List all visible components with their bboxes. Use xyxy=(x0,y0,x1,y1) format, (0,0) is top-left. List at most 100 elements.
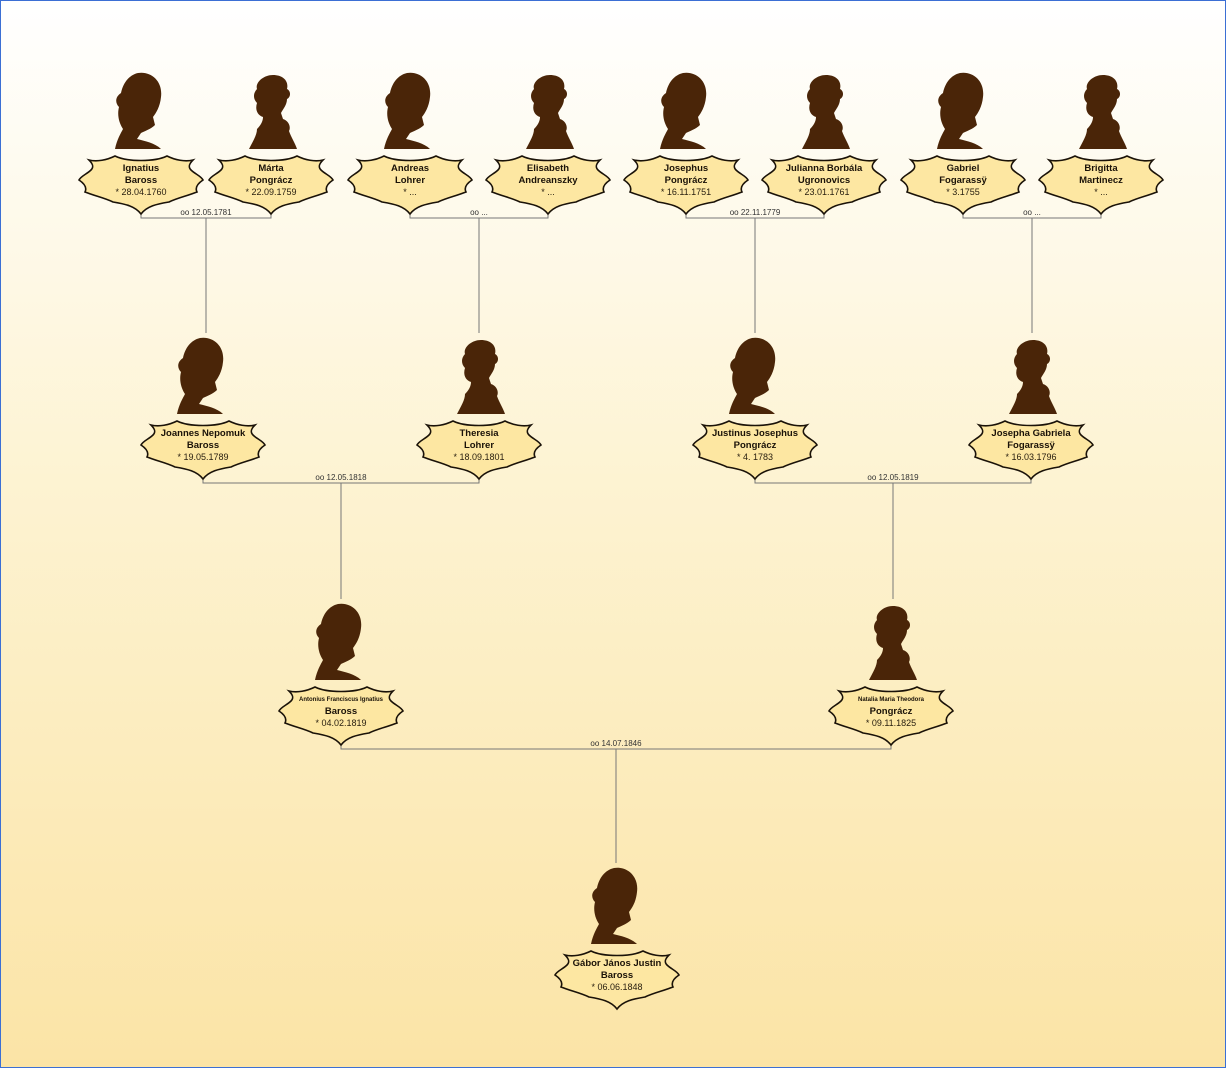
person-given-name: Gábor János Justin xyxy=(573,958,662,969)
female-silhouette-icon xyxy=(1079,75,1127,149)
female-silhouette-icon xyxy=(802,75,850,149)
person-surname: Fogarassÿ xyxy=(1007,440,1055,451)
person-given-name: Theresia xyxy=(459,428,499,439)
person-node-brigitta[interactable]: BrigittaMartinecz* ... xyxy=(1037,75,1165,216)
person-birth-date: * 09.11.1825 xyxy=(866,718,916,728)
marriage-connector: oo 12.05.1819 xyxy=(754,473,1032,599)
person-given-name: Gabriel xyxy=(947,163,980,174)
marriage-date-label: oo ... xyxy=(470,208,488,217)
person-given-name: Antonius Franciscus Ignatius xyxy=(299,697,384,703)
female-silhouette-icon xyxy=(249,75,297,149)
marriage-date-label: oo 14.07.1846 xyxy=(590,739,642,748)
marriage-date-label: oo 12.05.1781 xyxy=(180,208,232,217)
person-given-name: Justinus Josephus xyxy=(712,428,798,439)
person-birth-date: * 22.09.1759 xyxy=(245,187,296,197)
person-surname: Pongrácz xyxy=(734,440,777,451)
shield-frame xyxy=(277,686,405,747)
marriage-date-label: oo 12.05.1819 xyxy=(867,473,919,482)
shield-frame xyxy=(77,155,205,216)
person-given-name: Joannes Nepomuk xyxy=(161,428,246,439)
person-surname: Andreanszky xyxy=(518,175,578,186)
person-birth-date: * 23.01.1761 xyxy=(798,187,849,197)
person-surname: Baross xyxy=(125,175,157,186)
person-surname: Pongrácz xyxy=(870,706,913,717)
person-surname: Ugronovics xyxy=(798,175,850,186)
shield-frame xyxy=(553,950,681,1011)
person-surname: Baross xyxy=(325,706,357,717)
person-surname: Pongrácz xyxy=(250,175,293,186)
marriage-connector: oo ... xyxy=(962,208,1102,333)
person-given-name: Brigitta xyxy=(1084,163,1118,174)
shield-frame xyxy=(827,686,955,747)
person-given-name: Márta xyxy=(258,163,284,174)
person-surname: Lohrer xyxy=(464,440,494,451)
marriage-connector: oo 12.05.1781 xyxy=(140,208,272,333)
shield-frame xyxy=(139,420,267,481)
marriage-date-label: oo ... xyxy=(1023,208,1041,217)
person-birth-date: * 4. 1783 xyxy=(737,452,773,462)
male-silhouette-icon xyxy=(384,72,431,149)
person-birth-date: * 04.02.1819 xyxy=(315,718,366,728)
person-surname: Lohrer xyxy=(395,175,425,186)
female-silhouette-icon xyxy=(457,340,505,414)
person-surname: Baross xyxy=(601,970,633,981)
person-surname: Fogarassÿ xyxy=(939,175,987,186)
shield-frame xyxy=(691,420,819,481)
male-silhouette-icon xyxy=(315,603,362,680)
shield-frame xyxy=(207,155,335,216)
person-given-name: Julianna Borbála xyxy=(786,163,863,174)
shield-frame xyxy=(415,420,543,481)
person-given-name: Elisabeth xyxy=(527,163,569,174)
person-birth-date: * 28.04.1760 xyxy=(115,187,166,197)
male-silhouette-icon xyxy=(591,867,638,944)
female-silhouette-icon xyxy=(869,606,917,680)
shield-frame xyxy=(622,155,750,216)
person-birth-date: * ... xyxy=(541,187,555,197)
person-node-elisabeth[interactable]: ElisabethAndreanszky* ... xyxy=(484,75,612,216)
person-birth-date: * 16.03.1796 xyxy=(1005,452,1056,462)
male-silhouette-icon xyxy=(115,72,162,149)
name-shield: AndreasLohrer* ... xyxy=(346,155,474,216)
shield-frame xyxy=(967,420,1095,481)
name-shield: ElisabethAndreanszky* ... xyxy=(484,155,612,216)
person-node-andreas[interactable]: AndreasLohrer* ... xyxy=(346,72,474,216)
person-given-name: Josepha Gabriela xyxy=(991,428,1071,439)
shield-frame xyxy=(484,155,612,216)
person-surname: Martinecz xyxy=(1079,175,1123,186)
person-given-name: Natalia Maria Theodora xyxy=(858,697,925,703)
female-silhouette-icon xyxy=(1009,340,1057,414)
marriage-date-label: oo 22.11.1779 xyxy=(730,208,781,217)
shield-frame xyxy=(899,155,1027,216)
marriage-connector: oo 12.05.1818 xyxy=(202,473,480,599)
person-surname: Baross xyxy=(187,440,219,451)
person-birth-date: * ... xyxy=(1094,187,1108,197)
person-given-name: Andreas xyxy=(391,163,429,174)
marriage-connector: oo 14.07.1846 xyxy=(340,739,892,863)
marriage-connector: oo 22.11.1779 xyxy=(685,208,825,333)
person-birth-date: * 06.06.1848 xyxy=(591,982,642,992)
marriage-date-label: oo 12.05.1818 xyxy=(315,473,367,482)
male-silhouette-icon xyxy=(177,337,224,414)
person-birth-date: * 3.1755 xyxy=(946,187,980,197)
